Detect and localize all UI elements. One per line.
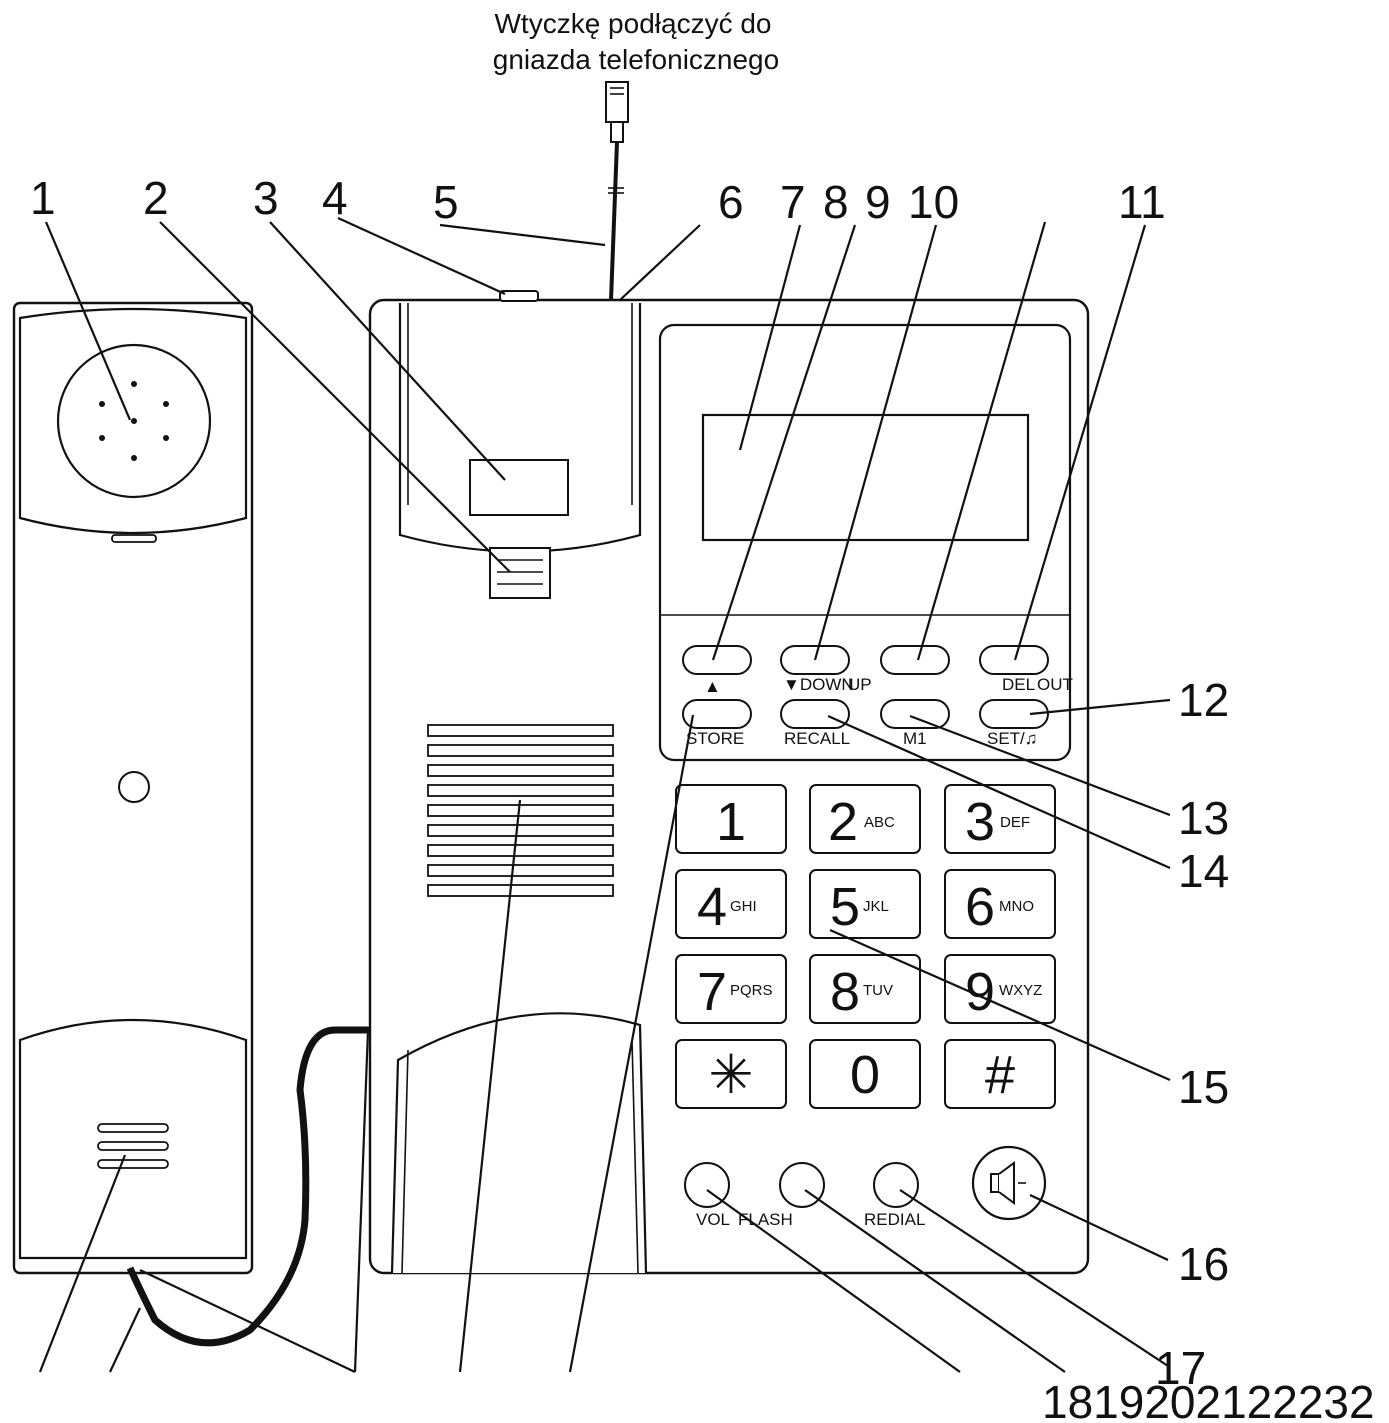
- key-2-letters: ABC: [864, 814, 895, 831]
- key-7-letters: PQRS: [730, 982, 773, 999]
- callout-17: 17: [1155, 1342, 1206, 1394]
- key-3-letters: DEF: [1000, 814, 1030, 831]
- key-9[interactable]: [944, 954, 1056, 1024]
- key-3[interactable]: [944, 784, 1056, 854]
- key-6-letters: MNO: [999, 898, 1034, 915]
- key-3-digit: 3: [965, 792, 995, 852]
- phone-cord: [609, 141, 619, 301]
- key-star[interactable]: [675, 1039, 787, 1109]
- keypad: 1 2 ABC 3 DEF 4 GHI 5 JKL 6 MNO 7 PQRS 8…: [675, 784, 1056, 1109]
- callout-8: 8: [823, 176, 849, 228]
- key-6-digit: 6: [965, 877, 995, 937]
- callout-4: 4: [322, 172, 348, 224]
- key-9-letters: WXYZ: [999, 982, 1042, 999]
- microphone-grille: [97, 1123, 169, 1169]
- caption-line-2: gniazda telefonicznego: [493, 44, 779, 75]
- flash-button[interactable]: [779, 1162, 825, 1208]
- key-star-digit: ✳: [708, 1045, 753, 1105]
- key-5-letters: JKL: [863, 898, 889, 915]
- callout-bottom-row: 1819202122232: [1042, 1376, 1375, 1423]
- callout-5: 5: [433, 176, 459, 228]
- callout-12: 12: [1178, 674, 1229, 726]
- redial-button[interactable]: [873, 1162, 919, 1208]
- key-8-letters: TUV: [863, 982, 893, 999]
- base-speaker-grille: [427, 724, 614, 897]
- key-0-digit: 0: [850, 1045, 880, 1105]
- key-1-digit: 1: [716, 792, 746, 852]
- vol-label: VOL: [696, 1210, 730, 1229]
- callout-numbers: 1 2 3 4 5 6 7 8 9 10 11 12 13 14 15 16 1…: [30, 172, 1375, 1423]
- redial-label: REDIAL: [864, 1210, 925, 1229]
- speakerphone-icon: [990, 1161, 1026, 1205]
- callout-14: 14: [1178, 845, 1229, 897]
- top-switch: [499, 290, 539, 302]
- key-5-digit: 5: [830, 877, 860, 937]
- caption-line-1: Wtyczkę podłączyć do: [495, 8, 772, 39]
- handset: [12, 301, 254, 1275]
- callout-15: 15: [1178, 1061, 1229, 1113]
- handset-slot: [111, 534, 157, 543]
- callout-3: 3: [253, 172, 279, 224]
- callout-10: 10: [908, 176, 959, 228]
- hook-indicator: [118, 771, 150, 803]
- recall-button[interactable]: [780, 699, 850, 729]
- hook-switch: [469, 459, 569, 516]
- del-label: DEL: [1002, 675, 1035, 694]
- handset-cord: [126, 1026, 370, 1347]
- callout-9: 9: [865, 176, 891, 228]
- phone-plug-icon: [605, 81, 629, 143]
- key-4-letters: GHI: [730, 898, 757, 915]
- key-2[interactable]: [809, 784, 921, 854]
- vol-button[interactable]: [684, 1162, 730, 1208]
- recall-label: RECALL: [784, 729, 850, 748]
- flash-label: FLASH: [738, 1210, 793, 1229]
- key-1[interactable]: [675, 784, 787, 854]
- bottom-keys: VOL FLASH REDIAL: [684, 1145, 1047, 1229]
- m1-label: M1: [903, 729, 927, 748]
- key-5[interactable]: [809, 869, 921, 939]
- out-label: OUT: [1037, 675, 1073, 694]
- callout-lines: [38, 216, 1171, 1373]
- up-label: UP: [848, 675, 872, 694]
- function-buttons: ▲ ▼DOWN UP DEL OUT STORE RECALL M1 SET/♫: [682, 645, 1073, 748]
- earpiece-holes: [99, 381, 169, 461]
- callout-1: 1: [30, 172, 56, 224]
- key-hash-digit: #: [985, 1045, 1015, 1105]
- set-label: SET/♫: [987, 729, 1038, 748]
- del-button[interactable]: [880, 645, 950, 675]
- down-label: ▼DOWN: [783, 675, 854, 694]
- key-8[interactable]: [809, 954, 921, 1024]
- key-hash[interactable]: [944, 1039, 1056, 1109]
- callout-11: 11: [1118, 176, 1166, 228]
- key-8-digit: 8: [830, 962, 860, 1022]
- key-6[interactable]: [944, 869, 1056, 939]
- store-button[interactable]: [682, 699, 752, 729]
- base-unit: [368, 290, 1090, 1275]
- set-button[interactable]: [979, 699, 1049, 729]
- callout-16: 16: [1178, 1238, 1229, 1290]
- m1-button[interactable]: [880, 699, 950, 729]
- key-7[interactable]: [675, 954, 787, 1024]
- key-2-digit: 2: [828, 792, 858, 852]
- key-4-digit: 4: [697, 877, 727, 937]
- ringer-slots: [489, 547, 551, 599]
- callout-7: 7: [780, 176, 806, 228]
- store-label: STORE: [686, 729, 744, 748]
- key-4[interactable]: [675, 869, 787, 939]
- key-7-digit: 7: [697, 962, 727, 1022]
- callout-13: 13: [1178, 792, 1229, 844]
- up-arrow-label: ▲: [704, 677, 721, 696]
- control-panel: [658, 323, 1072, 762]
- callout-2: 2: [143, 172, 169, 224]
- callout-6: 6: [718, 176, 744, 228]
- key-0[interactable]: [809, 1039, 921, 1109]
- out-button[interactable]: [979, 645, 1049, 675]
